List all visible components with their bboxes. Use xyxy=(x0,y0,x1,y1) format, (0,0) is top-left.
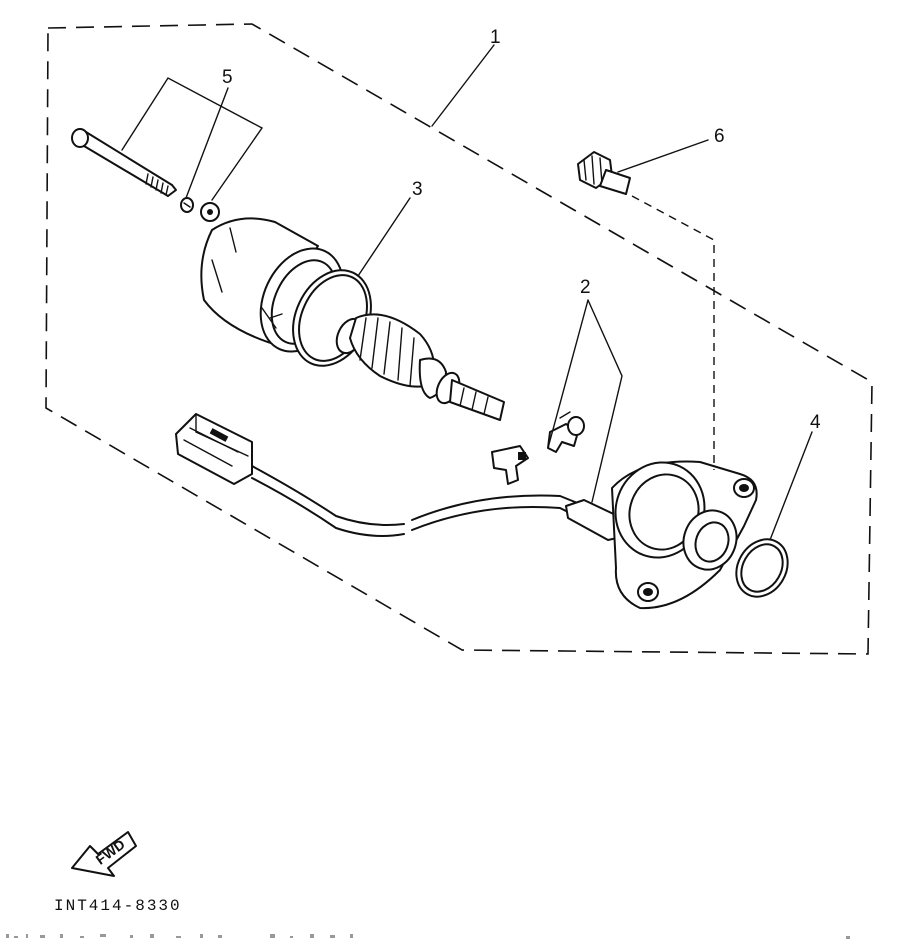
long-bolt xyxy=(71,128,177,197)
callout-6: 6 xyxy=(714,126,725,147)
callout-1: 1 xyxy=(490,27,501,48)
brush-holder-left xyxy=(491,445,529,485)
front-cover xyxy=(611,460,758,610)
leader-4 xyxy=(769,431,813,541)
scan-noise xyxy=(6,934,850,939)
callout-2: 2 xyxy=(580,277,591,298)
cover-screw xyxy=(577,151,631,195)
callout-5: 5 xyxy=(222,67,233,88)
brush-holder-right xyxy=(547,411,585,453)
leader-3 xyxy=(357,197,411,277)
callout-3: 3 xyxy=(412,179,423,200)
bracket-5 xyxy=(121,77,264,201)
screw-alignment-line xyxy=(631,195,715,470)
motor-cable xyxy=(251,465,405,537)
fwd-arrow-icon: FWD xyxy=(71,831,137,877)
flat-washer xyxy=(200,202,220,222)
armature xyxy=(335,313,505,421)
leader-6 xyxy=(617,139,709,173)
leader-1 xyxy=(431,44,495,127)
assembly-boundary xyxy=(45,23,873,655)
drawing-code: INT414-8330 xyxy=(54,897,182,915)
leader-5 xyxy=(185,87,229,199)
callout-4: 4 xyxy=(810,412,821,433)
lock-washer xyxy=(180,197,194,213)
leader-2 xyxy=(547,299,623,503)
wire-connector xyxy=(175,413,253,485)
